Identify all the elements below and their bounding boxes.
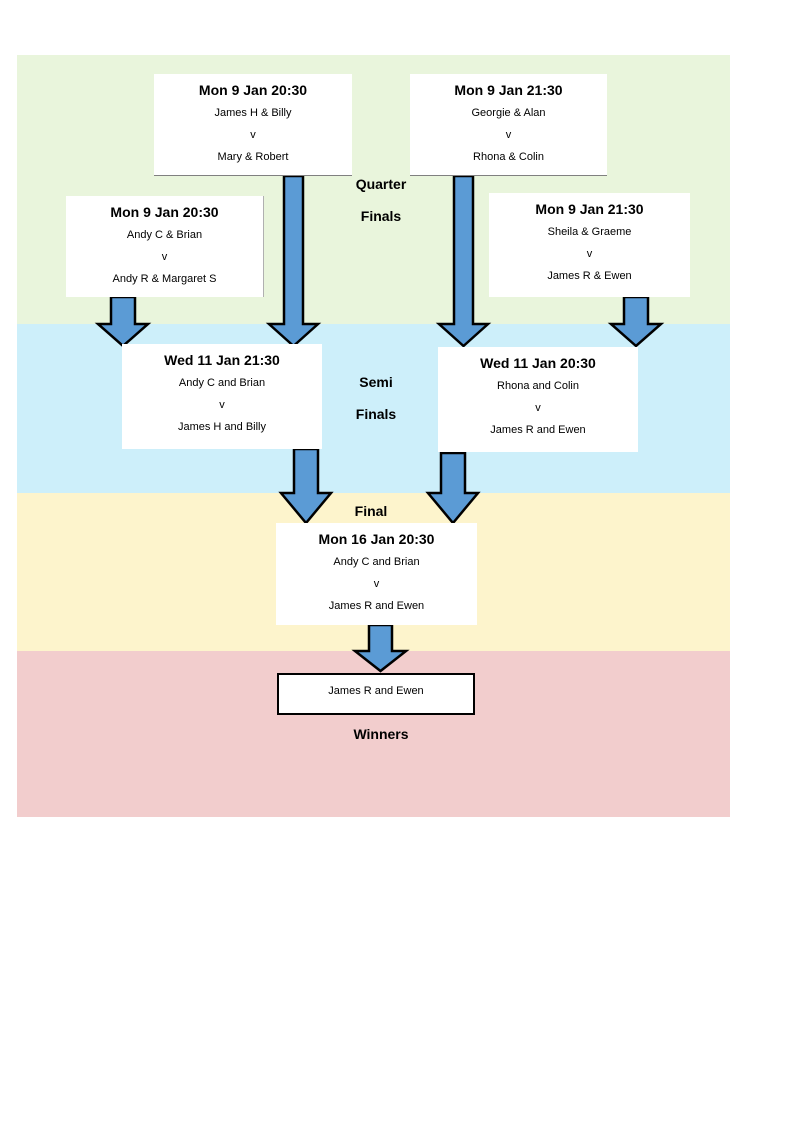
arrow-qf2-to-sf2 xyxy=(435,174,492,348)
stage-label-semi-finals: Finals xyxy=(355,406,397,422)
arrow-qf1-to-sf1 xyxy=(265,174,322,348)
versus-label: v xyxy=(373,578,380,590)
team-b: Mary & Robert xyxy=(217,151,289,163)
team-b: James R & Ewen xyxy=(547,270,632,282)
arrow-final-to-winner xyxy=(351,623,410,673)
arrow-sf1-to-final xyxy=(278,447,334,525)
qf-match-4: Mon 9 Jan 21:30 Sheila & Graeme v James … xyxy=(489,193,690,297)
team-b: James R and Ewen xyxy=(490,424,586,436)
team-a: Sheila & Graeme xyxy=(547,226,632,238)
team-b: Andy R & Margaret S xyxy=(112,273,217,285)
match-time: Mon 9 Jan 20:30 xyxy=(198,82,308,98)
stage-label-quarter: Quarter xyxy=(355,176,407,192)
versus-label: v xyxy=(219,399,225,411)
qf-match-2: Mon 9 Jan 21:30 Georgie & Alan v Rhona &… xyxy=(410,74,607,176)
team-a: Andy C and Brian xyxy=(333,556,420,568)
arrow-sf2-to-final xyxy=(425,451,481,525)
winner-box: James R and Ewen xyxy=(277,673,475,715)
match-time: Wed 11 Jan 21:30 xyxy=(164,352,280,368)
match-time: Mon 9 Jan 21:30 xyxy=(535,201,644,217)
versus-label: v xyxy=(586,248,593,260)
sf-match-2: Wed 11 Jan 20:30 Rhona and Colin v James… xyxy=(438,347,638,452)
qf-match-3: Mon 9 Jan 20:30 Andy C & Brian v Andy R … xyxy=(66,196,264,297)
versus-label: v xyxy=(505,129,512,141)
team-a: Andy C and Brian xyxy=(178,377,266,389)
team-a: Georgie & Alan xyxy=(471,107,546,119)
match-time: Mon 16 Jan 20:30 xyxy=(318,531,435,547)
sf-match-1: Wed 11 Jan 21:30 Andy C and Brian v Jame… xyxy=(122,344,322,449)
team-b: Rhona & Colin xyxy=(473,151,544,163)
qf-match-1: Mon 9 Jan 20:30 James H & Billy v Mary &… xyxy=(154,74,352,176)
final-match: Mon 16 Jan 20:30 Andy C and Brian v Jame… xyxy=(276,523,477,625)
team-a: Andy C & Brian xyxy=(126,229,203,241)
match-time: Mon 9 Jan 20:30 xyxy=(110,204,219,220)
versus-label: v xyxy=(535,402,541,414)
match-time: Mon 9 Jan 21:30 xyxy=(454,82,563,98)
stage-label-final: Final xyxy=(354,503,388,519)
team-b: James R and Ewen xyxy=(328,600,425,612)
arrow-qf3-to-sf1 xyxy=(94,295,152,348)
versus-label: v xyxy=(250,129,256,141)
match-time: Wed 11 Jan 20:30 xyxy=(480,355,596,371)
team-a: Rhona and Colin xyxy=(497,380,579,392)
arrow-qf4-to-sf2 xyxy=(607,295,665,348)
team-a: James H & Billy xyxy=(214,107,292,119)
stage-label-winners: Winners xyxy=(353,726,409,742)
stage-label-semi: Semi xyxy=(359,374,393,390)
stage-label-quarter-finals: Finals xyxy=(360,208,402,224)
versus-label: v xyxy=(161,251,168,263)
team-b: James H and Billy xyxy=(177,421,267,433)
